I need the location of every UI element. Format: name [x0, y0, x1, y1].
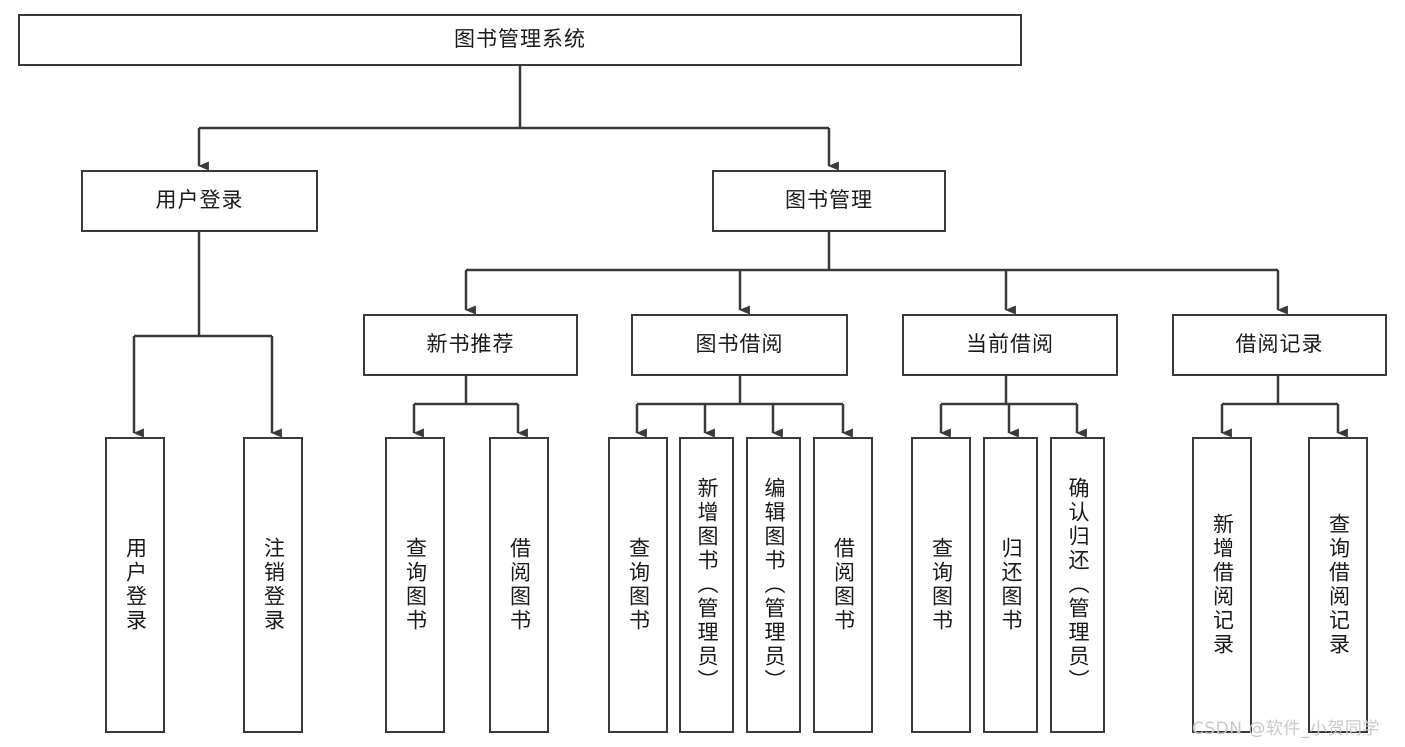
leaf-label: 编辑图书（管理员） — [762, 477, 787, 693]
node-new-book-recommend-label: 新书推荐 — [426, 332, 515, 357]
leaf-label: 归还图书 — [999, 537, 1024, 633]
node-borrow-record-label: 借阅记录 — [1235, 332, 1324, 357]
leaf-book-borrow-edit[interactable]: 编辑图书（管理员） — [746, 437, 801, 733]
node-root[interactable]: 图书管理系统 — [18, 14, 1022, 66]
leaf-user-login-logout[interactable]: 注销登录 — [243, 437, 303, 733]
leaf-label: 注销登录 — [261, 537, 286, 633]
leaf-new-book-borrow[interactable]: 借阅图书 — [489, 437, 549, 733]
leaf-user-login-login[interactable]: 用户登录 — [105, 437, 165, 733]
leaf-label: 查询图书 — [929, 537, 954, 633]
leaf-book-borrow-add[interactable]: 新增图书（管理员） — [679, 437, 734, 733]
node-user-login-label: 用户登录 — [155, 188, 244, 213]
leaf-borrow-record-add[interactable]: 新增借阅记录 — [1192, 437, 1252, 733]
leaf-current-borrow-confirm[interactable]: 确认归还（管理员） — [1050, 437, 1105, 733]
leaf-current-borrow-return[interactable]: 归还图书 — [983, 437, 1038, 733]
leaf-label: 查询借阅记录 — [1326, 513, 1351, 657]
node-borrow-record[interactable]: 借阅记录 — [1172, 314, 1387, 376]
node-book-manage[interactable]: 图书管理 — [712, 170, 946, 232]
leaf-new-book-query[interactable]: 查询图书 — [385, 437, 445, 733]
leaf-label: 新增借阅记录 — [1210, 513, 1235, 657]
node-book-borrow-label: 图书借阅 — [695, 332, 784, 357]
node-root-label: 图书管理系统 — [454, 27, 586, 52]
node-book-manage-label: 图书管理 — [785, 188, 873, 213]
leaf-label: 用户登录 — [123, 537, 148, 633]
node-current-borrow-label: 当前借阅 — [966, 332, 1054, 357]
node-current-borrow[interactable]: 当前借阅 — [902, 314, 1118, 376]
leaf-book-borrow-query[interactable]: 查询图书 — [608, 437, 668, 733]
node-book-borrow[interactable]: 图书借阅 — [631, 314, 848, 376]
leaf-label: 查询图书 — [626, 537, 651, 633]
leaf-current-borrow-query[interactable]: 查询图书 — [911, 437, 971, 733]
node-user-login[interactable]: 用户登录 — [81, 170, 318, 232]
leaf-book-borrow-lend[interactable]: 借阅图书 — [813, 437, 873, 733]
leaf-label: 查询图书 — [403, 537, 428, 633]
leaf-label: 新增图书（管理员） — [695, 477, 720, 693]
leaf-borrow-record-query[interactable]: 查询借阅记录 — [1308, 437, 1368, 733]
leaf-label: 借阅图书 — [831, 537, 856, 633]
node-new-book-recommend[interactable]: 新书推荐 — [363, 314, 578, 376]
leaf-label: 确认归还（管理员） — [1066, 477, 1091, 693]
leaf-label: 借阅图书 — [507, 537, 532, 633]
